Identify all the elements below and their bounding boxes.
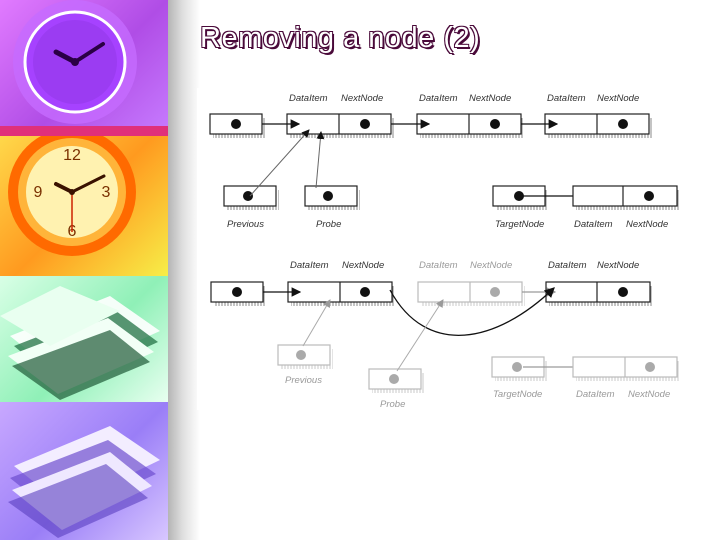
label-probe: Probe [316, 219, 341, 230]
clock-photo-orange: 12 3 6 9 [0, 136, 168, 276]
list-node-d [572, 185, 680, 210]
list-node-b [416, 113, 524, 138]
label-nextnode: NextNode [628, 389, 670, 400]
arrow-previous-to-a [249, 129, 310, 197]
label-dataitem: DataItem [289, 93, 328, 104]
label-nextnode: NextNode [342, 260, 384, 271]
linked-list-diagram: DataItem NextNode DataItem NextNode Data… [197, 88, 697, 410]
pointer-previous [223, 185, 279, 210]
label-targetnode: TargetNode [493, 389, 542, 400]
list-node-d [572, 356, 680, 381]
label-dataitem: DataItem [576, 389, 615, 400]
arrow-previous-to-a [302, 299, 331, 347]
svg-text:12: 12 [63, 147, 81, 164]
list-node-a [286, 113, 394, 138]
pointer-targetnode [491, 356, 547, 381]
pointer-targetnode [492, 185, 548, 210]
svg-text:9: 9 [34, 184, 43, 201]
label-dataitem: DataItem [290, 260, 329, 271]
after-diagram: DataItem NextNode DataItem NextNode Data… [210, 260, 680, 410]
label-previous: Previous [285, 375, 322, 386]
label-dataitem: DataItem [547, 93, 586, 104]
label-probe: Probe [380, 399, 405, 410]
pointer-previous [277, 344, 333, 369]
label-targetnode: TargetNode [495, 219, 544, 230]
list-node-dangling [210, 281, 266, 306]
label-nextnode-removed: NextNode [470, 260, 512, 271]
label-dataitem: DataItem [548, 260, 587, 271]
arrow-bypass-a-to-c [389, 287, 555, 336]
label-nextnode: NextNode [597, 93, 639, 104]
decorative-photo-strip: 12 3 6 9 [0, 0, 168, 540]
clock-photo-purple [0, 0, 168, 136]
list-node-c [545, 281, 653, 306]
label-nextnode: NextNode [626, 219, 668, 230]
label-nextnode: NextNode [469, 93, 511, 104]
label-nextnode: NextNode [597, 260, 639, 271]
label-nextnode: NextNode [341, 93, 383, 104]
pointer-probe [368, 368, 424, 393]
label-dataitem: DataItem [419, 93, 458, 104]
list-node-c [544, 113, 652, 138]
paper-stack-photo-purple [0, 402, 168, 540]
paper-stack-photo-green [0, 276, 168, 402]
pointer-probe [304, 185, 360, 210]
before-diagram: DataItem NextNode DataItem NextNode Data… [209, 93, 680, 230]
svg-text:3: 3 [102, 184, 111, 201]
list-node-removed [417, 281, 525, 306]
label-dataitem: DataItem [574, 219, 613, 230]
arrow-probe-to-removed [396, 299, 444, 372]
label-previous: Previous [227, 219, 264, 230]
label-dataitem-removed: DataItem [419, 260, 458, 271]
list-node-dangling [209, 113, 265, 138]
strip-shadow [168, 0, 200, 540]
arrow-probe-to-a [315, 131, 325, 189]
slide-title: Removing a node (2) [200, 22, 481, 54]
list-node-a [287, 281, 395, 306]
